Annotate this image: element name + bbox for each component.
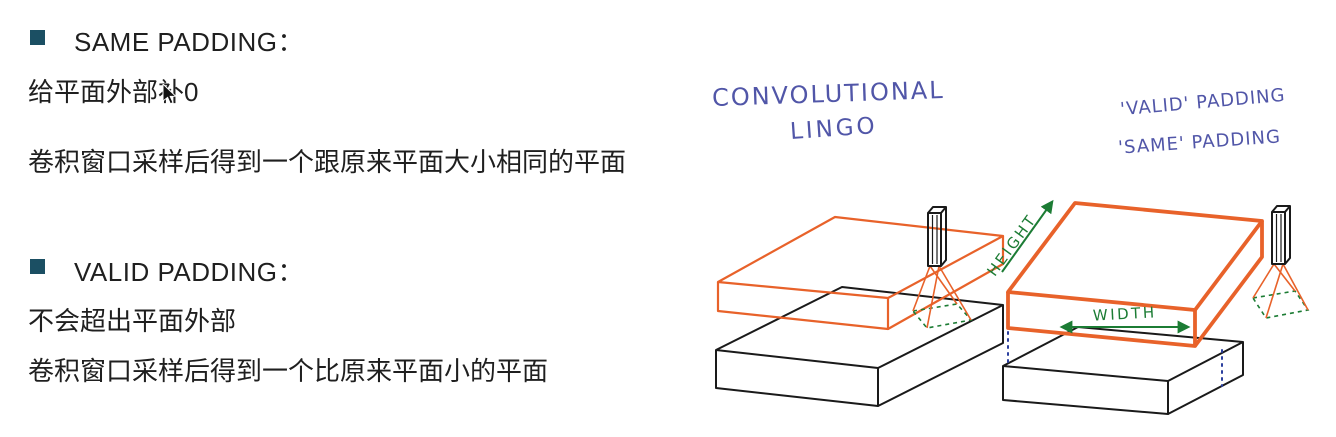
padding-diagrams: HEIGHT WIDTH <box>715 199 1310 415</box>
width-label: WIDTH <box>1092 303 1157 324</box>
bullet-marker-valid <box>30 259 45 274</box>
receptive-field-left <box>911 265 973 329</box>
conv-filter-right <box>1271 205 1291 265</box>
valid-padding-heading: VALID PADDING： <box>74 257 304 287</box>
conv-filter-left <box>927 206 947 267</box>
padded-plane-left <box>716 215 1005 331</box>
width-annotation: WIDTH <box>1059 303 1191 334</box>
diagram-right-padding: HEIGHT WIDTH <box>983 199 1310 415</box>
mouse-cursor-icon <box>162 84 177 105</box>
valid-padding-line-2: 卷积窗口采样后得到一个比原来平面小的平面 <box>28 356 549 386</box>
valid-padding-line-1: 不会超出平面外部 <box>28 306 237 336</box>
same-padding-heading: SAME PADDING： <box>74 27 304 57</box>
padded-plane-right <box>1006 201 1264 348</box>
receptive-field-right <box>1251 263 1310 319</box>
projection-guides <box>1007 331 1223 387</box>
diagram-left-padding <box>715 206 1005 407</box>
same-padding-line-2: 卷积窗口采样后得到一个跟原来平面大小相同的平面 <box>28 147 627 177</box>
bullet-marker-same <box>30 30 45 45</box>
input-plane-left <box>715 286 1004 407</box>
input-plane-right <box>1002 326 1244 415</box>
height-label: HEIGHT <box>983 211 1040 280</box>
